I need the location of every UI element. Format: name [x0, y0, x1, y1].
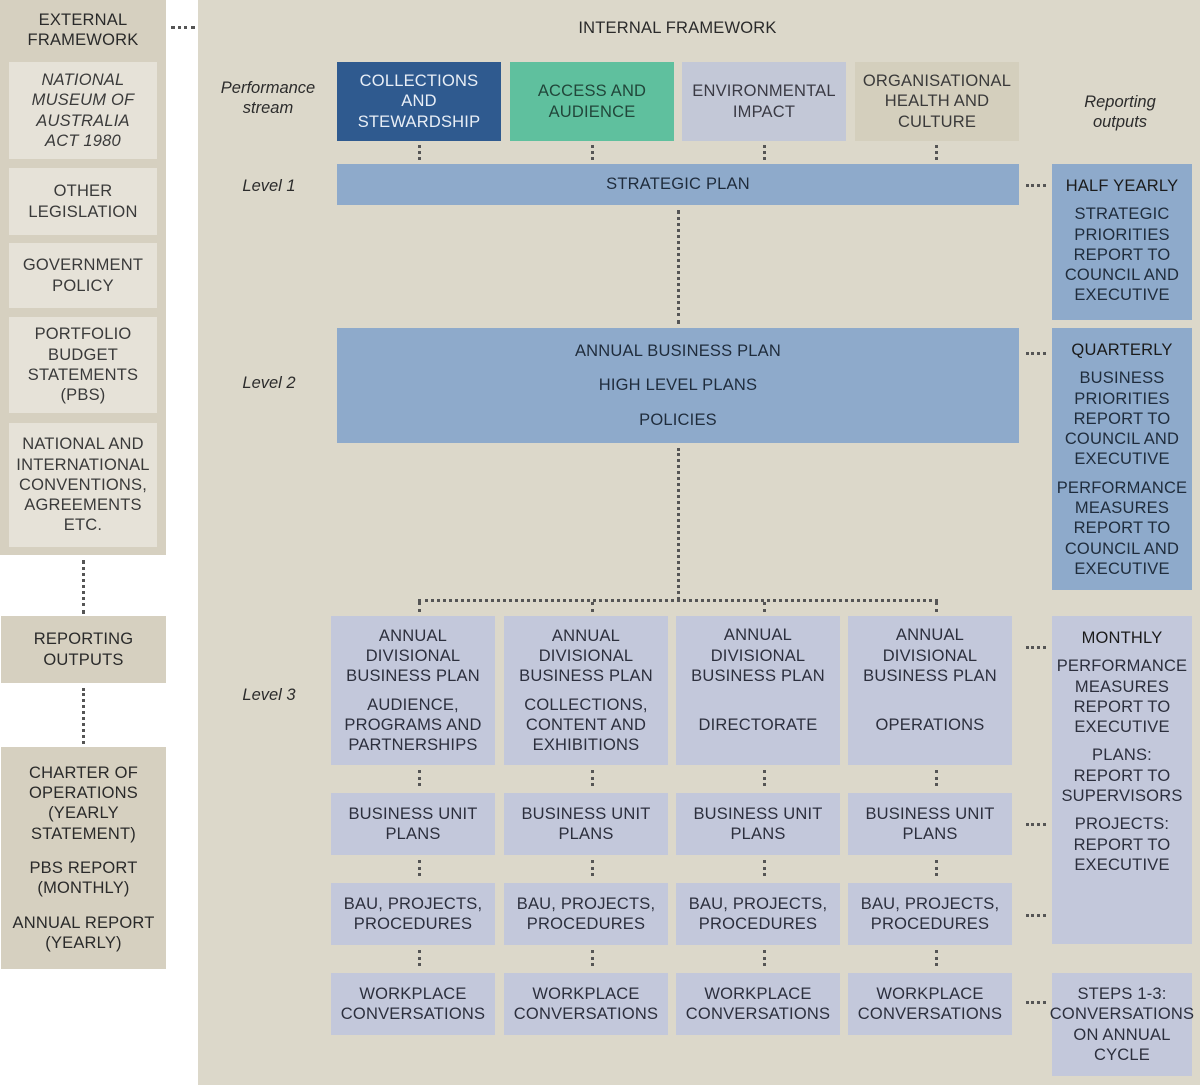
connector: [1026, 823, 1046, 826]
connector: [935, 860, 938, 876]
bau-projects-4: BAU, PROJECTS,PROCEDURES: [848, 883, 1012, 945]
level-2-label: Level 2: [242, 374, 296, 392]
connector: [418, 770, 421, 786]
connector: [1026, 646, 1046, 649]
internal-framework-title: INTERNAL FRAMEWORK: [578, 18, 777, 37]
level-3-label: Level 3: [242, 686, 296, 704]
connector: [591, 145, 594, 160]
connector: [935, 770, 938, 786]
level2-to-level3-connector: [677, 448, 680, 600]
bau-projects-3: BAU, PROJECTS,PROCEDURES: [676, 883, 840, 945]
connector: [591, 950, 594, 966]
strategic-plan-box: STRATEGIC PLAN: [337, 164, 1019, 205]
connector: [418, 145, 421, 160]
connector: [935, 602, 938, 612]
connector: [763, 950, 766, 966]
connector: [763, 860, 766, 876]
reporting-outputs-label: Reporting outputs: [1084, 93, 1156, 131]
bau-projects-2: BAU, PROJECTS,PROCEDURES: [504, 883, 668, 945]
connector: [935, 145, 938, 160]
reporting-to-reports-connector: [82, 688, 85, 744]
connector: [1026, 1001, 1046, 1004]
level1-to-level2-connector: [677, 210, 680, 324]
connector: [418, 860, 421, 876]
connector: [591, 602, 594, 612]
level-1-label: Level 1: [242, 177, 296, 195]
connector: [763, 145, 766, 160]
external-to-internal-connector: [171, 26, 195, 29]
connector: [591, 770, 594, 786]
connector: [418, 950, 421, 966]
connector: [763, 770, 766, 786]
connector: [591, 860, 594, 876]
level-2-box: ANNUAL BUSINESS PLAN HIGH LEVEL PLANS PO…: [337, 328, 1019, 443]
connector: [418, 602, 421, 612]
level3-branch-connector: [418, 599, 938, 602]
connector: [1026, 914, 1046, 917]
connector: [935, 950, 938, 966]
connector: [1026, 184, 1046, 187]
bau-projects-1: BAU, PROJECTS,PROCEDURES: [331, 883, 495, 945]
connector: [1026, 352, 1046, 355]
performance-stream-label: Performance stream: [220, 79, 316, 117]
connector: [763, 602, 766, 612]
external-to-reporting-connector: [82, 560, 85, 614]
